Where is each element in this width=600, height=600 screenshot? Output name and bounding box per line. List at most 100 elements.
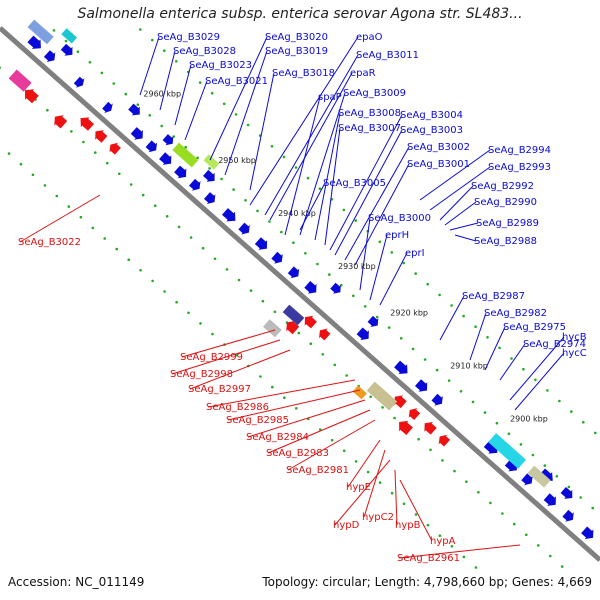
forward-gene-label[interactable]: SeAg_B3011	[356, 50, 419, 61]
reverse-gene-label[interactable]: SeAg_B2999	[180, 352, 243, 363]
forward-gene-label[interactable]: SeAg_B3028	[173, 46, 236, 57]
forward-gene-label[interactable]: SeAg_B2987	[462, 291, 525, 302]
feature-box	[488, 433, 526, 469]
forward-gene-label[interactable]: SeAg_B2990	[474, 197, 537, 208]
gc-dot	[306, 176, 310, 180]
gc-dot	[522, 367, 525, 371]
gc-dot	[115, 247, 118, 251]
reverse-gene-label[interactable]: SeAg_B2998	[170, 369, 233, 380]
gc-dot	[555, 475, 559, 478]
forward-gene-label[interactable]: SeAg_B3023	[189, 60, 252, 71]
forward-gene-arrow	[162, 134, 174, 146]
label-leader-line	[267, 409, 371, 454]
forward-gene-label[interactable]: SeAg_B3021	[205, 76, 268, 87]
reverse-gene-label[interactable]: SeAg_B2985	[226, 415, 289, 426]
gc-dot	[163, 49, 166, 52]
gc-dot	[354, 460, 358, 463]
reverse-gene-label[interactable]: SeAg_B2986	[206, 402, 269, 413]
gc-dot	[321, 353, 325, 356]
forward-gene-label[interactable]: spaP	[318, 92, 342, 103]
forward-gene-arrow	[43, 50, 56, 62]
gc-dot	[256, 209, 259, 213]
genome-summary: Topology: circular; Length: 4,798,660 bp…	[262, 575, 592, 589]
label-leader-line	[189, 349, 291, 390]
reverse-gene-label[interactable]: SeAg_B3022	[18, 237, 81, 248]
gc-dot	[483, 411, 487, 414]
forward-gene-label[interactable]: SeAg_B3003	[400, 125, 463, 136]
reverse-gene-label[interactable]: hypE	[346, 482, 371, 493]
gc-dot	[594, 431, 597, 435]
reverse-gene-arrow	[54, 115, 68, 129]
forward-gene-label[interactable]: epaR	[350, 68, 376, 79]
genome-backbone	[0, 26, 600, 562]
reverse-gene-label[interactable]: SeAg_B2961	[397, 553, 460, 564]
forward-gene-arrow	[189, 178, 201, 191]
forward-gene-label[interactable]: SeAg_B3000	[368, 213, 431, 224]
forward-gene-arrow	[330, 282, 341, 294]
gc-dot	[213, 257, 217, 261]
reverse-gene-label[interactable]: hypB	[395, 520, 421, 531]
reverse-gene-label[interactable]: hypC2	[362, 512, 394, 523]
forward-gene-label[interactable]: SeAg_B3019	[265, 46, 328, 57]
forward-gene-label[interactable]: epaO	[356, 32, 383, 43]
gc-dot	[304, 252, 307, 255]
reverse-gene-label[interactable]: SeAg_B2983	[266, 448, 329, 459]
forward-gene-label[interactable]: eprI	[405, 248, 425, 259]
forward-gene-label[interactable]: SeAg_B2974	[523, 339, 586, 350]
forward-gene-label[interactable]: SeAg_B2994	[488, 145, 551, 156]
forward-gene-arrow	[222, 208, 236, 222]
forward-gene-label[interactable]: SeAg_B2993	[488, 162, 551, 173]
forward-gene-arrow	[543, 493, 556, 506]
gc-dot	[232, 188, 235, 191]
reverse-gene-arrow	[424, 422, 437, 435]
gc-dot	[55, 194, 59, 198]
gc-dot	[165, 215, 169, 218]
forward-gene-label[interactable]: SeAg_B2989	[476, 218, 539, 229]
forward-gene-label[interactable]: SeAg_B2988	[474, 236, 537, 247]
feature-box	[352, 385, 367, 400]
gc-dot	[295, 407, 298, 410]
forward-gene-label[interactable]: SeAg_B3018	[272, 68, 335, 79]
label-leader-line	[363, 449, 386, 518]
reverse-gene-label[interactable]: SeAg_B2997	[188, 384, 251, 395]
forward-gene-arrow	[431, 393, 443, 406]
gc-dot	[175, 60, 178, 63]
feature-box	[203, 154, 220, 170]
forward-gene-arrow	[73, 76, 85, 88]
forward-gene-label[interactable]: SeAg_B2992	[471, 181, 534, 192]
forward-gene-arrow	[145, 140, 158, 153]
forward-gene-label[interactable]: SeAg_B3009	[343, 88, 406, 99]
forward-gene-label[interactable]: eprH	[385, 230, 409, 241]
feature-box	[282, 304, 305, 326]
gc-dot	[106, 161, 109, 165]
forward-gene-label[interactable]: SeAg_B3020	[265, 32, 328, 43]
tick-label: 2900 kbp	[510, 415, 548, 424]
forward-gene-label[interactable]: SeAg_B3004	[400, 110, 463, 121]
forward-gene-label[interactable]: SeAg_B3002	[407, 142, 470, 153]
gc-dot	[297, 331, 301, 335]
reverse-gene-arrow	[80, 117, 94, 131]
forward-gene-label[interactable]: hycC	[562, 348, 587, 359]
reverse-gene-label[interactable]: hypA	[430, 536, 456, 547]
forward-gene-label[interactable]: SeAg_B3007	[338, 123, 401, 134]
label-leader-line	[287, 419, 376, 471]
gc-dot	[246, 123, 250, 127]
forward-gene-label[interactable]: SeAg_B3008	[338, 108, 401, 119]
forward-gene-label[interactable]: SeAg_B3001	[407, 159, 470, 170]
gc-dot	[112, 82, 116, 85]
forward-gene-label[interactable]: SeAg_B3029	[157, 32, 220, 43]
reverse-gene-label[interactable]: SeAg_B2984	[246, 432, 309, 443]
forward-gene-arrow	[415, 379, 428, 392]
forward-gene-arrow	[562, 509, 574, 522]
gc-dot	[309, 342, 313, 346]
accession-label: Accession: NC_011149	[8, 575, 145, 589]
reverse-gene-label[interactable]: SeAg_B2981	[286, 465, 349, 476]
reverse-gene-label[interactable]: hypD	[333, 520, 360, 531]
forward-gene-label[interactable]: hycB	[562, 332, 587, 343]
forward-gene-label[interactable]: SeAg_B2982	[484, 308, 547, 319]
forward-gene-label[interactable]: SeAg_B3005	[323, 178, 386, 189]
forward-gene-arrow	[483, 440, 498, 454]
forward-gene-label[interactable]: SeAg_B2975	[503, 322, 566, 333]
label-leader-line	[264, 54, 359, 216]
gc-dot	[366, 470, 370, 474]
